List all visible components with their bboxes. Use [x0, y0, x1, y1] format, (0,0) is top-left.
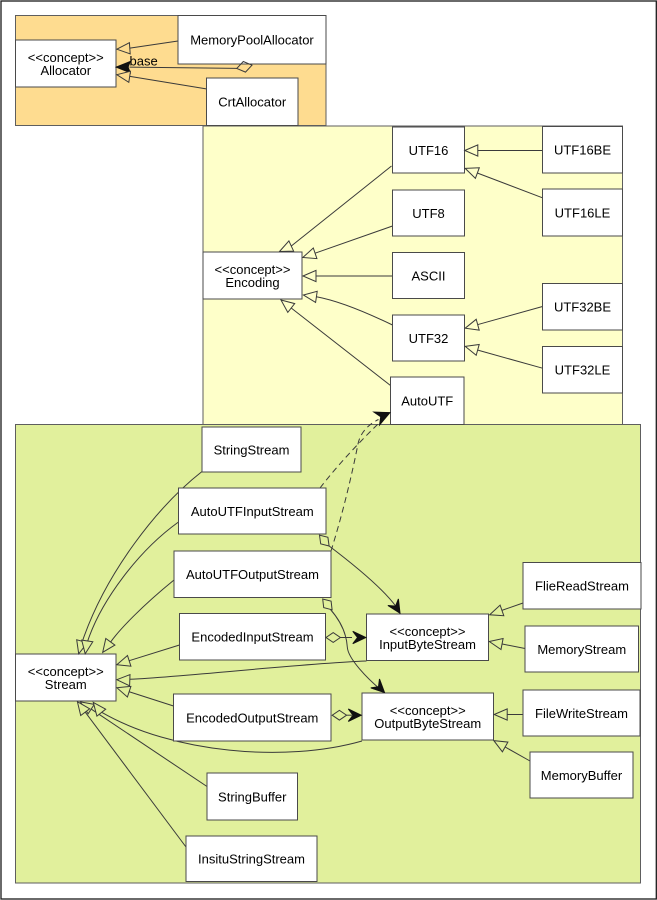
- svg-text:UTF16: UTF16: [409, 143, 449, 158]
- svg-text:AutoUTFOutputStream: AutoUTFOutputStream: [186, 567, 319, 582]
- svg-text:AutoUTF: AutoUTF: [401, 394, 453, 409]
- svg-text:UTF32BE: UTF32BE: [554, 300, 611, 315]
- svg-text:<<concept>>: <<concept>>: [215, 262, 291, 277]
- svg-text:base: base: [130, 54, 158, 69]
- svg-text:EncodedInputStream: EncodedInputStream: [191, 630, 313, 645]
- svg-text:Encoding: Encoding: [225, 275, 279, 290]
- svg-text:OutputByteStream: OutputByteStream: [374, 716, 481, 731]
- svg-text:FlieReadStream: FlieReadStream: [535, 579, 629, 594]
- svg-text:Allocator: Allocator: [40, 63, 91, 78]
- svg-text:<<concept>>: <<concept>>: [390, 703, 466, 718]
- svg-text:CrtAllocator: CrtAllocator: [218, 95, 287, 110]
- svg-text:InputByteStream: InputByteStream: [379, 637, 476, 652]
- svg-text:EncodedOutputStream: EncodedOutputStream: [186, 710, 318, 725]
- svg-text:UTF16BE: UTF16BE: [554, 143, 611, 158]
- svg-text:UTF8: UTF8: [412, 206, 445, 221]
- svg-text:Stream: Stream: [45, 677, 87, 692]
- svg-text:<<concept>>: <<concept>>: [390, 624, 466, 639]
- svg-text:UTF32: UTF32: [409, 331, 449, 346]
- svg-text:MemoryBuffer: MemoryBuffer: [541, 768, 623, 783]
- svg-text:MemoryStream: MemoryStream: [537, 642, 626, 657]
- svg-text:StringStream: StringStream: [214, 442, 290, 457]
- svg-text:<<concept>>: <<concept>>: [28, 50, 104, 65]
- svg-text:MemoryPoolAllocator: MemoryPoolAllocator: [190, 33, 314, 48]
- svg-text:ASCII: ASCII: [412, 268, 446, 283]
- svg-text:UTF32LE: UTF32LE: [555, 363, 611, 378]
- svg-text:InsituStringStream: InsituStringStream: [198, 852, 305, 867]
- svg-text:AutoUTFInputStream: AutoUTFInputStream: [191, 504, 314, 519]
- svg-text:StringBuffer: StringBuffer: [218, 789, 287, 804]
- svg-text:<<concept>>: <<concept>>: [28, 664, 104, 679]
- svg-text:UTF16LE: UTF16LE: [555, 205, 611, 220]
- svg-text:FileWriteStream: FileWriteStream: [535, 706, 628, 721]
